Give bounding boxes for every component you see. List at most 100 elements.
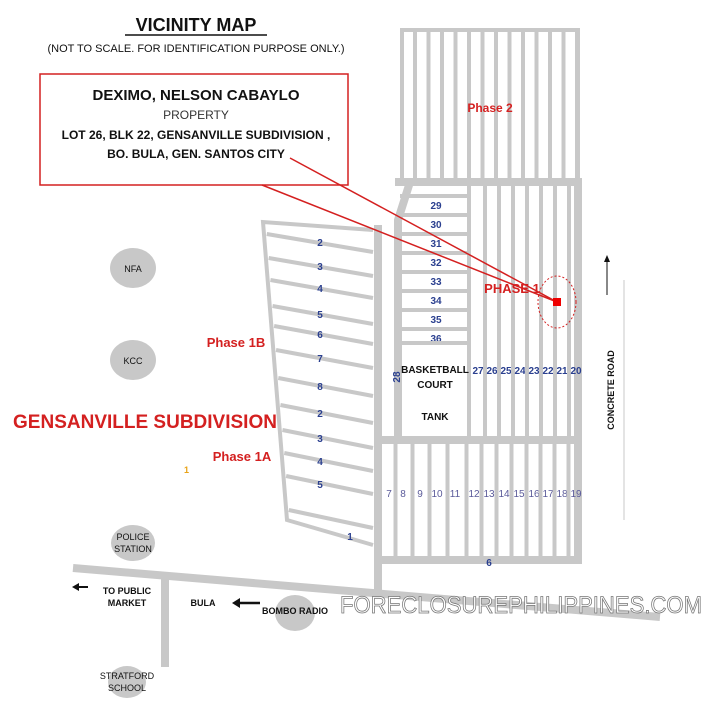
- lot-number: 36: [430, 334, 442, 345]
- lot-number: 9: [417, 489, 423, 500]
- lot-number: 26: [486, 366, 498, 377]
- svg-text:POLICE: POLICE: [116, 532, 149, 542]
- phase1ab-block: 2 3 4 5 6 7 8 2 3 4 5 1: [260, 219, 374, 547]
- arrow-head-icon: [604, 255, 610, 262]
- subdivision-label: GENSANVILLE SUBDIVISION: [13, 412, 277, 433]
- address-line-2: BO. BULA, GEN. SANTOS CITY: [107, 147, 285, 161]
- lot-divider: [283, 451, 374, 473]
- landmark-stratford-school: STRATFORD SCHOOL: [100, 666, 155, 698]
- lot-number: 11: [450, 489, 461, 500]
- lot-divider: [270, 278, 374, 300]
- lot-number: 5: [317, 480, 323, 491]
- roads: [72, 178, 661, 667]
- lot-number: 2: [317, 409, 323, 420]
- lot-number: 34: [430, 296, 442, 307]
- landmark-bombo-radio: BOMBO RADIO: [262, 595, 328, 631]
- lot-28: 28: [392, 371, 403, 383]
- lot-divider: [282, 428, 374, 450]
- landmark-kcc: KCC: [110, 340, 156, 380]
- phase2-label: Phase 2: [467, 101, 513, 115]
- lot-number: 5: [317, 310, 323, 321]
- lot-number: 17: [542, 489, 554, 500]
- property-marker: [553, 298, 561, 306]
- svg-text:SCHOOL: SCHOOL: [108, 683, 146, 693]
- lot-number: 8: [400, 489, 406, 500]
- arrow-head-icon: [232, 598, 240, 608]
- lot-6-road: 6: [486, 558, 492, 569]
- bula-label: BULA: [191, 598, 216, 608]
- lot-number: 14: [498, 489, 510, 500]
- arrow-head-icon: [72, 583, 79, 591]
- lot-number: 15: [513, 489, 525, 500]
- lot-number: 20: [570, 366, 582, 377]
- lot-number: 8: [317, 382, 323, 393]
- svg-text:STATION: STATION: [114, 544, 152, 554]
- lot-number: 35: [430, 315, 442, 326]
- lot-number: 6: [317, 330, 323, 341]
- svg-text:NFA: NFA: [124, 264, 142, 274]
- lot-divider: [272, 304, 374, 326]
- lot-marker: 1: [184, 465, 189, 475]
- court-label: COURT: [417, 380, 453, 391]
- map-title: VICINITY MAP: [136, 15, 257, 35]
- lot-number: 13: [483, 489, 495, 500]
- map-subtitle: (NOT TO SCALE. FOR IDENTIFICATION PURPOS…: [47, 43, 344, 55]
- phase2-block: [400, 28, 580, 184]
- lot-number: 23: [528, 366, 540, 377]
- tank-label: TANK: [421, 412, 449, 423]
- lot-divider: [273, 324, 374, 346]
- lot-number: 16: [528, 489, 540, 500]
- lot-divider: [266, 232, 374, 254]
- property-highlight-circle: [537, 275, 577, 329]
- to-public-label: TO PUBLIC: [103, 586, 152, 596]
- lot-divider: [288, 508, 374, 530]
- lot-divider: [280, 403, 374, 425]
- phase1b-label: Phase 1B: [207, 335, 266, 350]
- lot-divider: [268, 256, 374, 278]
- lot-number: 2: [317, 238, 323, 249]
- landmark-nfa: NFA: [110, 248, 156, 288]
- lot-number: 32: [430, 258, 442, 269]
- property-callout-box: [39, 73, 349, 186]
- lot-number: 30: [430, 220, 442, 231]
- svg-text:STRATFORD: STRATFORD: [100, 671, 155, 681]
- lot-number: 19: [570, 489, 582, 500]
- concrete-road-label: CONCRETE ROAD: [606, 350, 616, 430]
- market-label: MARKET: [108, 598, 147, 608]
- lot-number: 3: [317, 262, 323, 273]
- lot-number: 31: [430, 239, 442, 250]
- svg-text:KCC: KCC: [123, 356, 143, 366]
- lot-number: 7: [386, 489, 392, 500]
- phase1-label: PHASE 1: [484, 281, 540, 296]
- address-line-1: LOT 26, BLK 22, GENSANVILLE SUBDIVISION …: [62, 128, 331, 142]
- lot-number: 29: [430, 201, 442, 212]
- lot-number: 27: [472, 366, 484, 377]
- lot-divider: [285, 474, 374, 496]
- lot-divider: [275, 348, 374, 370]
- basketball-court-label: BASKETBALL: [401, 365, 469, 376]
- lot-number: 22: [542, 366, 554, 377]
- lot-number: 4: [317, 284, 323, 295]
- pointer-line: [261, 184, 558, 303]
- lot-number: 3: [317, 434, 323, 445]
- lot-number: 21: [556, 366, 568, 377]
- lot-number: 10: [431, 489, 443, 500]
- lot-number: 1: [347, 532, 353, 543]
- lot-number: 33: [430, 277, 442, 288]
- pointer-line: [289, 157, 558, 303]
- lot-number: 12: [468, 489, 480, 500]
- lot-number: 25: [500, 366, 512, 377]
- lot-number: 4: [317, 457, 323, 468]
- lot-number: 18: [556, 489, 568, 500]
- svg-text:BOMBO RADIO: BOMBO RADIO: [262, 606, 328, 616]
- lot-number: 24: [514, 366, 526, 377]
- lot-divider: [277, 376, 374, 398]
- watermark: FORECLOSUREPHILIPPINES.COM: [340, 592, 702, 619]
- phase1a-label: Phase 1A: [213, 449, 272, 464]
- lot-number: 7: [317, 354, 323, 365]
- property-label: PROPERTY: [163, 108, 229, 122]
- owner-name: DEXIMO, NELSON CABAYLO: [93, 87, 300, 104]
